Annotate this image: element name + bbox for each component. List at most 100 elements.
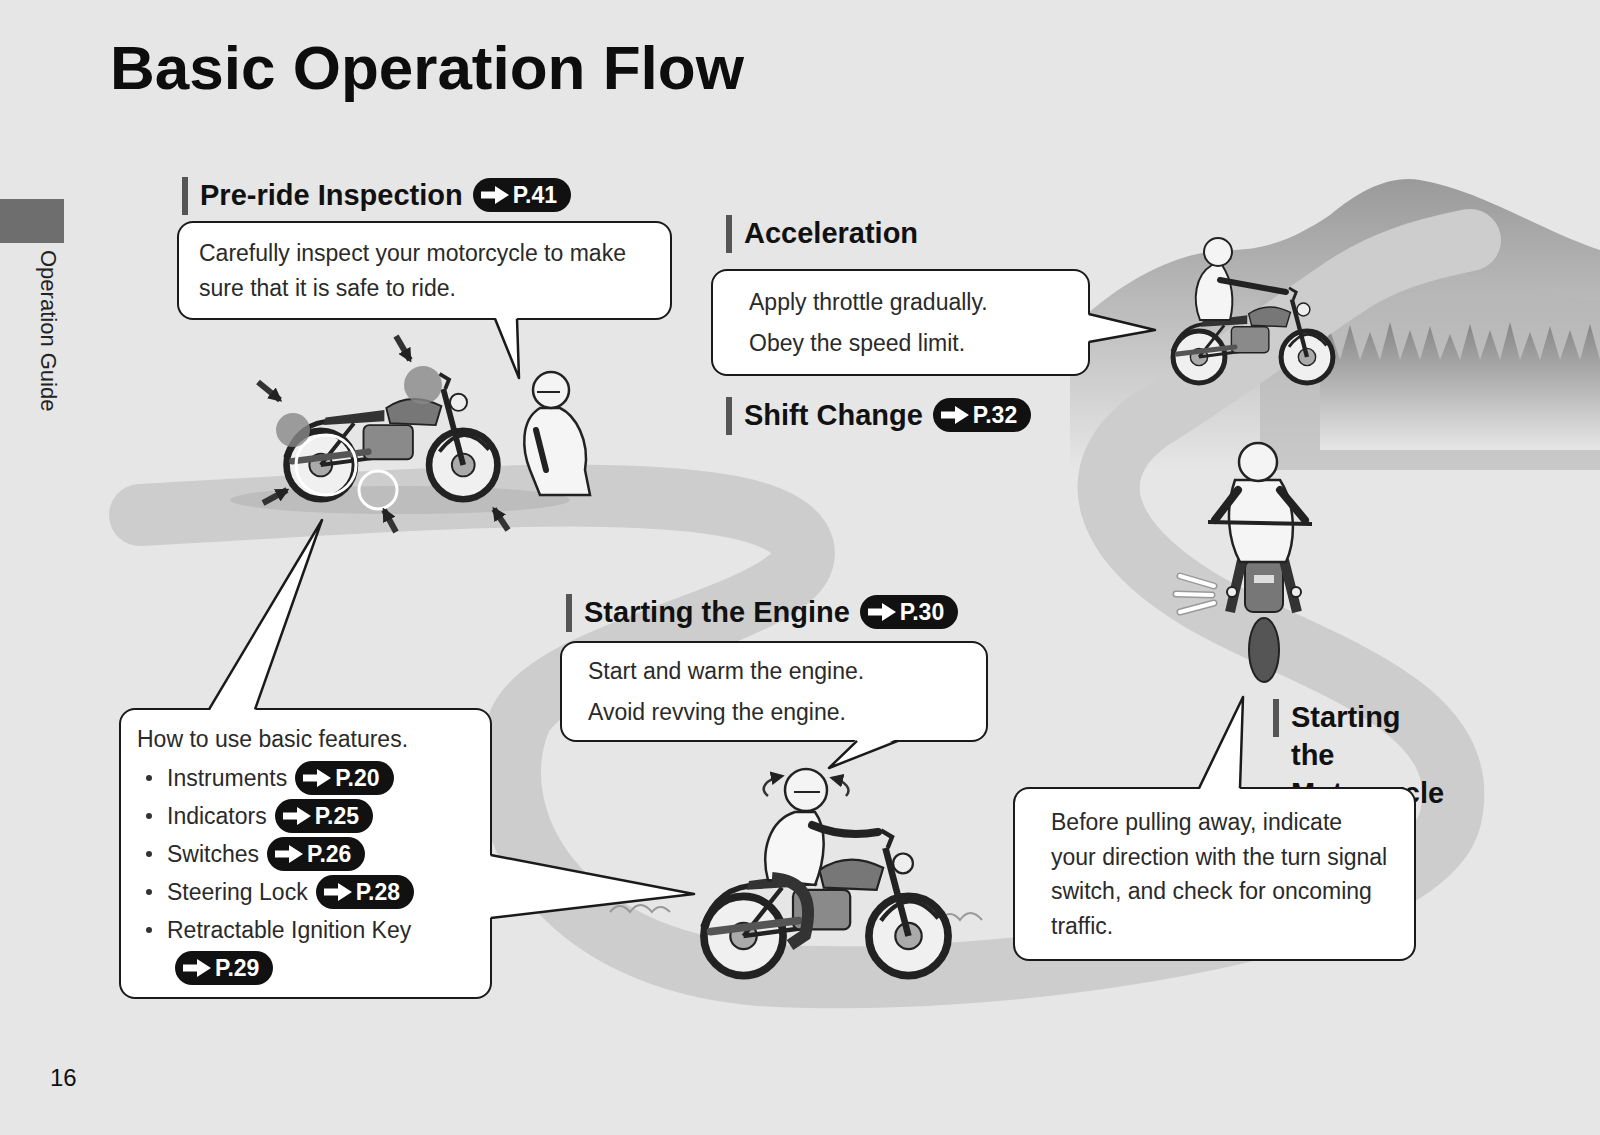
- helmet: [1239, 443, 1277, 481]
- engine-rider: [610, 769, 982, 976]
- inspection-arrow: [258, 382, 280, 400]
- heading-bar: [726, 215, 732, 253]
- rider-body: [524, 408, 590, 495]
- heading-bar: [182, 177, 188, 215]
- bullet-item: Switches P.26: [137, 837, 470, 871]
- bullet-item: Instruments P.20: [137, 761, 470, 795]
- visor: [537, 391, 560, 393]
- callout-text: How to use basic features.: [137, 722, 470, 757]
- arrow-icon: [480, 185, 510, 205]
- visor: [794, 791, 820, 793]
- inspection-arrow: [263, 490, 287, 503]
- pointer-fill: [209, 520, 322, 712]
- helmet: [785, 769, 827, 811]
- callout-pointer: [711, 269, 1090, 376]
- engine-motorcycle: [703, 830, 948, 975]
- heading-bar: [1273, 699, 1279, 737]
- side-tab-label: Operation Guide: [34, 250, 62, 411]
- inspection-arrow: [384, 510, 396, 532]
- arrow-shape: [303, 769, 331, 787]
- check-ring: [359, 471, 397, 509]
- pointer-outline: [209, 520, 322, 709]
- helmet: [533, 372, 569, 408]
- callout-group: Pre-ride Inspection P.41Carefully inspect…: [177, 176, 672, 320]
- section-heading: Pre-ride Inspection: [200, 176, 463, 214]
- crouching-rider: [524, 372, 590, 495]
- arrow-shape: [324, 883, 352, 901]
- arrow-icon: [274, 844, 304, 864]
- bullet: [145, 850, 153, 858]
- rider-arms: [1215, 490, 1305, 520]
- pointer-outline: [829, 740, 898, 767]
- callout-group: Starting the Engine P.30Start and warm th…: [560, 593, 988, 742]
- arrow-shape: [283, 807, 311, 825]
- tail-light: [1254, 575, 1274, 583]
- page-ref-badge: P.28: [316, 875, 414, 909]
- page-ref-text: P.20: [335, 761, 379, 795]
- look-arrow: [764, 776, 782, 796]
- rider-legs: [1230, 560, 1297, 612]
- arrow-shape: [275, 845, 303, 863]
- look-arrow: [832, 778, 848, 796]
- road: [140, 240, 1470, 977]
- arrow-icon: [182, 958, 212, 978]
- item-text: Switches: [167, 837, 259, 871]
- page-ref-text: P.32: [973, 398, 1017, 432]
- callout-box: Before pulling away, indicate your direc…: [1013, 787, 1416, 961]
- callout-text: Obey the speed limit.: [749, 326, 1066, 361]
- bullet: [145, 812, 153, 820]
- item-text: Retractable Ignition Key: [167, 913, 411, 947]
- callout-group: AccelerationApply throttle gradually.Obe…: [711, 214, 1090, 376]
- page-ref-badge: P.29: [175, 951, 273, 985]
- bullet: [145, 926, 153, 934]
- callout-pointer: [177, 221, 672, 320]
- bullet-dot: [146, 813, 152, 819]
- turn-signal: [1227, 587, 1237, 597]
- item-text: Instruments: [167, 761, 287, 795]
- page-ref-text: P.26: [307, 837, 351, 871]
- flash-lines: [1176, 576, 1214, 612]
- arrow-icon: [282, 806, 312, 826]
- callout-box: Carefully inspect your motorcycle to mak…: [177, 221, 672, 320]
- check-ring: [296, 435, 356, 495]
- arrow-icon: [940, 405, 970, 425]
- bush: [610, 905, 670, 912]
- page-ref-text: P.25: [315, 799, 359, 833]
- heading-row: Acceleration: [726, 214, 918, 253]
- page-ref-badge: P.30: [860, 595, 958, 629]
- arrow-shape: [481, 186, 509, 204]
- page-ref-badge: P.26: [267, 837, 365, 871]
- rider-arm: [812, 825, 878, 834]
- forest: [1320, 322, 1600, 450]
- page-ref-badge: P.41: [473, 178, 571, 212]
- rear-wheel: [1249, 618, 1279, 682]
- callout-text: Start and warm the engine.: [588, 654, 964, 689]
- callout-box: Start and warm the engine.Avoid revving …: [560, 641, 988, 742]
- heading-row: Shift ChangeP.32: [726, 396, 1031, 435]
- bullet-item: Steering LockP.28: [137, 875, 470, 909]
- section-heading: Acceleration: [744, 214, 918, 252]
- turn-signal: [1291, 587, 1301, 597]
- arrow-shape: [183, 959, 211, 977]
- pointer-outline: [1199, 697, 1243, 788]
- bullet-item: Indicators P.25: [137, 799, 470, 833]
- page-number: 16: [50, 1063, 77, 1093]
- heading-bar: [726, 397, 732, 435]
- departing-rider: [1176, 443, 1312, 682]
- item-text: Indicators: [167, 799, 267, 833]
- bullet: [145, 774, 153, 782]
- accelerating-rider: [1172, 238, 1333, 383]
- pointer-fill: [495, 316, 519, 378]
- pointer-outline: [495, 318, 519, 377]
- bullet-dot: [146, 775, 152, 781]
- callout-group: Starting the MotorcycleBefore pulling aw…: [1013, 698, 1416, 961]
- section-heading: Starting the Engine: [584, 593, 850, 631]
- pointer-fill: [829, 738, 898, 768]
- item-text: Steering Lock: [167, 875, 308, 909]
- page-ref-text: P.30: [900, 595, 944, 629]
- pointer-fill: [1086, 314, 1155, 342]
- page-ref-text: P.29: [215, 951, 259, 985]
- callout-text: Before pulling away, indicate your direc…: [1051, 805, 1392, 943]
